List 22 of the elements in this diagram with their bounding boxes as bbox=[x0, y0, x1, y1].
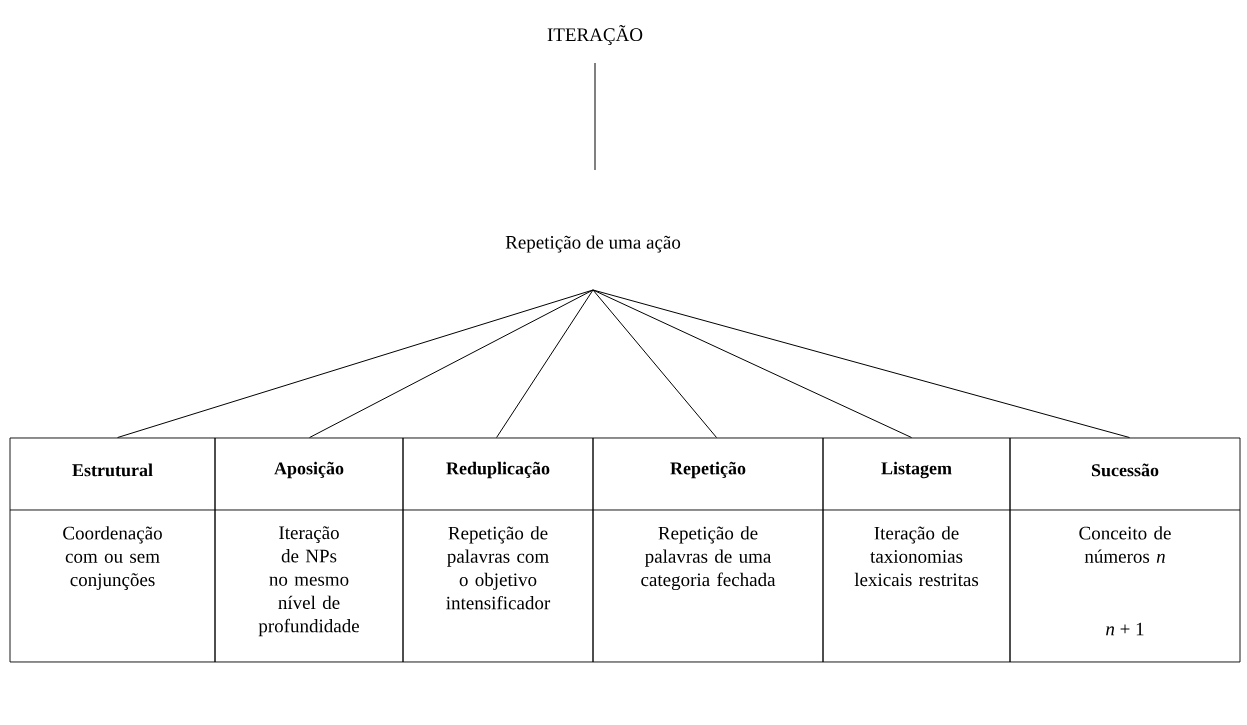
connector-line bbox=[592, 289, 718, 439]
heading-text: ITERAÇÃO bbox=[547, 25, 643, 45]
column-heading: Aposição bbox=[274, 461, 344, 479]
connector-line bbox=[592, 289, 913, 439]
connector-line bbox=[117, 289, 594, 439]
column-text: Repetição de palavras com o objetivo intensificador bbox=[446, 526, 551, 610]
column-text: Repetição de palavras de uma categoria fechada bbox=[641, 526, 776, 591]
column-text: Conceito de números n bbox=[1079, 526, 1171, 563]
column-heading: Estrutural bbox=[72, 463, 153, 477]
connector-line bbox=[309, 289, 594, 439]
column-text: Iteração de taxionomias lexicais restritas bbox=[854, 526, 979, 587]
connector-line bbox=[594, 62, 596, 171]
connector-line bbox=[496, 289, 594, 439]
column-text: Coordenação com ou sem conjunções bbox=[63, 526, 162, 590]
formula-text: n + 1 bbox=[1106, 622, 1144, 636]
column-heading: Reduplicação bbox=[446, 461, 550, 479]
column-heading: Repetição bbox=[670, 461, 746, 479]
column-text: Iteração de NPs no mesmo nível de profundidade bbox=[258, 526, 359, 637]
column-heading: Sucessão bbox=[1091, 463, 1159, 477]
column-heading: Listagem bbox=[881, 461, 952, 479]
heading-text: Repetição de uma ação bbox=[505, 235, 681, 253]
connector-line bbox=[592, 289, 1131, 439]
